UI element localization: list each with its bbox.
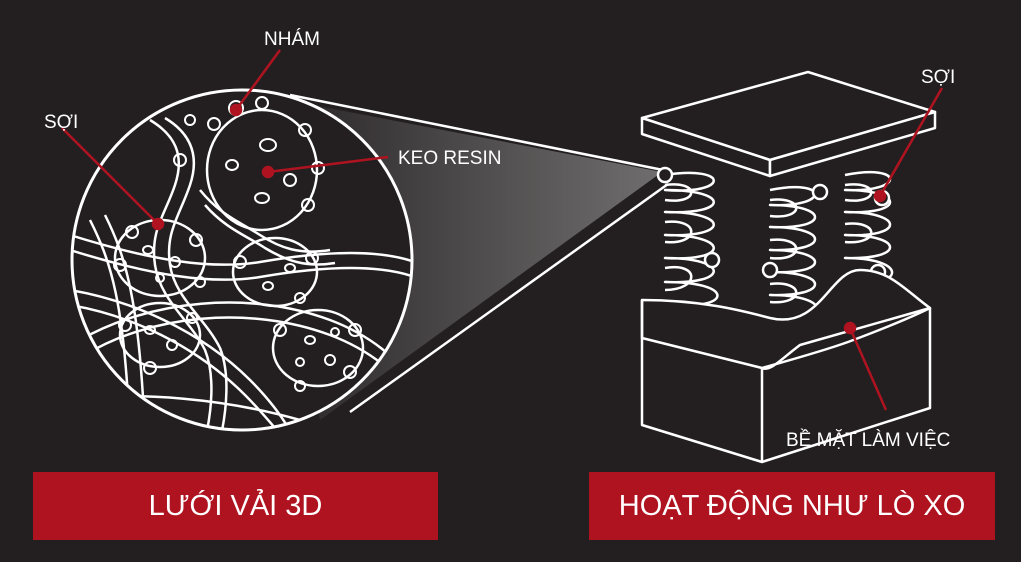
label-soi-left: SỢI — [44, 112, 78, 133]
base-block — [640, 268, 932, 371]
spring-left — [656, 166, 721, 307]
banner-spring-action: HOẠT ĐỘNG NHƯ LÒ XO — [589, 472, 995, 540]
magnify-beam-edge-bottom — [349, 182, 669, 414]
label-nham: NHÁM — [264, 29, 320, 50]
banner-3d-fabric-mesh: LƯỚI VẢI 3D — [33, 472, 438, 540]
pointer-lines — [61, 49, 944, 411]
spring-middle — [761, 183, 829, 327]
label-keo-resin: KEO RESIN — [398, 148, 501, 169]
label-be-mat-lam-viec: BỀ MẶT LÀM VIỆC — [786, 429, 950, 451]
label-soi-right: SỢI — [921, 67, 955, 88]
spring-assembly — [640, 70, 937, 464]
magnify-beam-edge-top — [289, 93, 664, 172]
